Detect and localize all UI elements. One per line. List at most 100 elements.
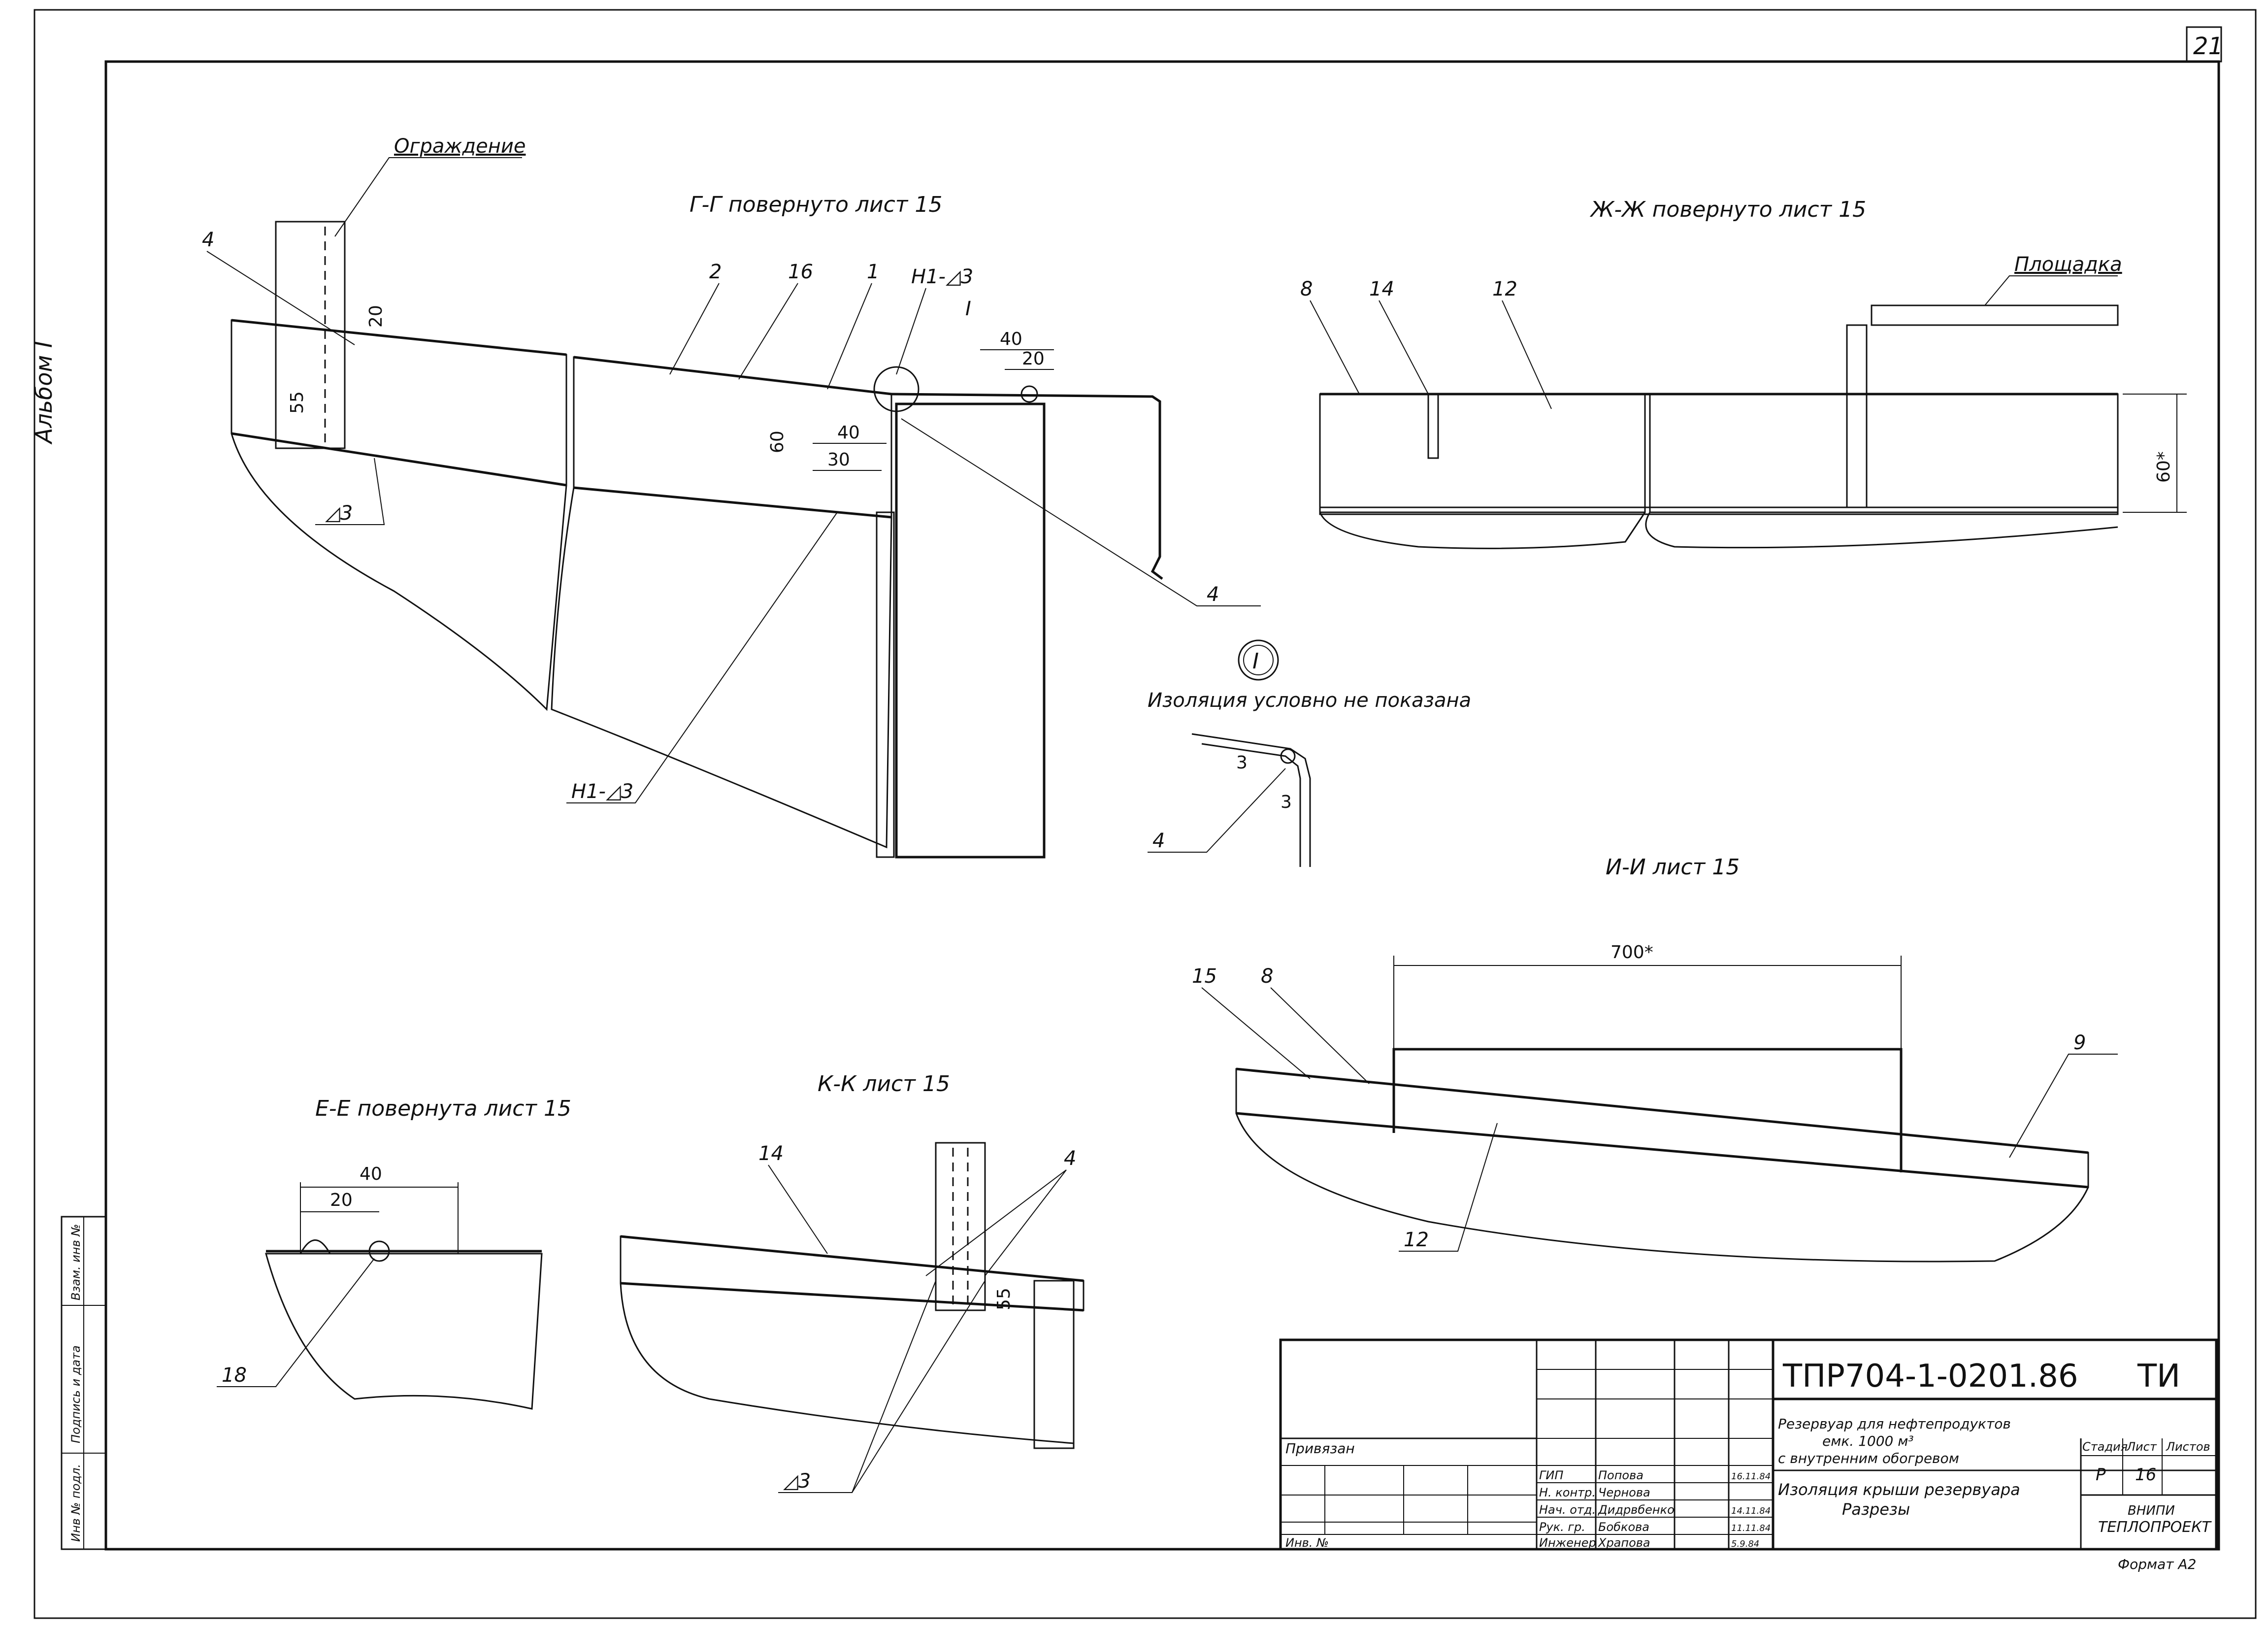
gg-dim-30: 30 [827,450,850,470]
section-g-g-title: Г-Г повернуто лист 15 [690,192,942,217]
name-1: Чернова [1598,1486,1650,1499]
zhzh-callout-12: 12 [1492,278,1517,300]
gg-callout-4-left: 4 [202,229,214,251]
stamp-sign-label: Подпись и дата [69,1345,83,1443]
section-g-g: Г-Г повернуто лист 15 Ограждение 4 2 16 … [202,135,1261,859]
gg-callout-16: 16 [788,261,813,283]
detail-callout-4: 4 [1152,830,1165,852]
ii-callout-15: 15 [1192,965,1217,988]
ee-dim-20: 20 [330,1190,353,1210]
title-block: ТПР704-1-0201.86 ТИ Привязан Инв. № ГИП … [1279,1338,2218,1551]
gg-dim-55: 55 [287,391,307,414]
doc-type: ТИ [2137,1358,2180,1395]
gg-dim-40-mid: 40 [837,423,860,443]
detail-I: I Изоляция условно не показана 3 3 4 [1148,639,1471,867]
role-2: Нач. отд. [1539,1503,1596,1517]
inv-label: Инв. № [1285,1536,1329,1550]
zhzh-callout-8: 8 [1300,278,1313,300]
gg-weld-3: ◿3 [325,502,353,525]
album-label: Альбом I [31,341,57,445]
detail-marker-label: I [1252,649,1259,674]
ee-dim-40: 40 [360,1164,382,1184]
object-title-2: емк. 1000 м³ [1822,1433,1914,1449]
section-i-i: И-И лист 15 700* 15 8 9 12 [1192,855,2118,1263]
object-title-3: с внутренним обогревом [1778,1450,1959,1466]
gg-callout-I: I [965,298,971,320]
ee-callout-18: 18 [222,1364,247,1387]
ii-frame [1392,1048,1903,1172]
detail-marker [1238,639,1279,681]
gg-dim-20-top: 20 [1022,349,1045,369]
ii-callout-12: 12 [1404,1229,1429,1251]
format-label: Формат А2 [2118,1556,2196,1572]
zhzh-dim-60: 60* [2154,451,2174,483]
name-3: Бобкова [1598,1520,1649,1534]
gg-dim-60: 60 [767,431,788,453]
ii-callout-8: 8 [1261,965,1273,988]
section-zh-zh-title: Ж-Ж повернуто лист 15 [1589,197,1866,222]
gg-callout-1: 1 [867,261,879,283]
sheets-header: Листов [2166,1440,2210,1454]
stamp-replace-label: Взам. инв № [69,1224,83,1300]
gg-callout-2: 2 [709,261,722,283]
date-4: 5.9.84 [1731,1539,1759,1549]
section-k-k: К-К лист 15 14 4 55 ◿3 [620,1071,1085,1493]
stage-header: Стадия [2082,1440,2128,1454]
org-line-2: ТЕПЛОПРОЕКТ [2098,1519,2212,1536]
bound-label: Привязан [1285,1440,1355,1457]
ii-slab [1235,1068,2089,1188]
gg-callout-weld-top: Н1-◿3 [911,266,973,288]
date-0: 16.11.84 [1731,1471,1771,1482]
fence-post [275,221,346,449]
stamp-inv-label: Инв № подл. [69,1464,83,1542]
section-i-i-title: И-И лист 15 [1606,855,1740,880]
gg-dim-40-top: 40 [1000,329,1022,349]
section-e-e: Е-Е повернута лист 15 40 20 18 [217,1096,571,1410]
zhzh-slab-left [1319,393,1646,513]
ii-dim-700: 700* [1611,942,1653,963]
sheet-header: Лист [2126,1440,2157,1454]
ii-callout-9: 9 [2073,1031,2086,1054]
date-3: 11.11.84 [1731,1523,1771,1533]
date-2: 14.11.84 [1731,1506,1771,1516]
gg-callout-weld-bottom: Н1-◿3 [571,780,633,803]
section-zh-zh: Ж-Ж повернуто лист 15 Площадка 8 14 12 6… [1300,197,2187,549]
stage-value: Р [2096,1465,2106,1485]
role-0: ГИП [1539,1468,1563,1482]
fence-label: Ограждение [394,135,526,158]
sheet-title-1: Изоляция крыши резервуара [1778,1480,2020,1499]
section-k-k-title: К-К лист 15 [818,1071,950,1097]
kk-callout-14: 14 [758,1142,784,1165]
detail-note: Изоляция условно не показана [1148,689,1471,712]
sheet-title-2: Разрезы [1842,1500,1910,1519]
kk-callout-4: 4 [1064,1147,1076,1170]
role-4: Инженер [1539,1536,1596,1550]
page-number-box [2186,26,2222,63]
kk-weld-3: ◿3 [783,1470,811,1493]
gg-callout-4-right: 4 [1207,583,1219,606]
name-0: Попова [1598,1468,1643,1482]
role-3: Рук. гр. [1539,1520,1585,1534]
org-line-1: ВНИПИ [2128,1503,2175,1518]
name-2: Дидрвбенко [1598,1503,1675,1517]
sheet-value: 16 [2135,1465,2156,1485]
ee-slab [265,1253,543,1410]
kk-dim-55: 55 [994,1288,1014,1310]
detail-dim-3a: 3 [1236,753,1248,773]
detail-I-circle [873,366,920,412]
zhzh-callout-14: 14 [1369,278,1394,300]
sheet-inner-frame [104,60,2220,1551]
zhzh-slab-right [1649,393,2119,513]
platform [1871,304,2119,326]
name-4: Храпова [1597,1536,1650,1550]
section-e-e-title: Е-Е повернута лист 15 [315,1096,571,1121]
doc-code: ТПР704-1-0201.86 [1782,1358,2078,1395]
gg-dim-20-post: 20 [366,305,386,328]
side-stamp: Инв № подл. Подпись и дата Взам. инв № [61,1216,107,1550]
object-title-1: Резервуар для нефтепродуктов [1778,1416,2011,1432]
page-number: 21 [2193,33,2223,60]
tank-wall [895,402,1046,859]
sheet-outer-border [33,9,2257,1619]
detail-dim-3b: 3 [1281,792,1292,812]
